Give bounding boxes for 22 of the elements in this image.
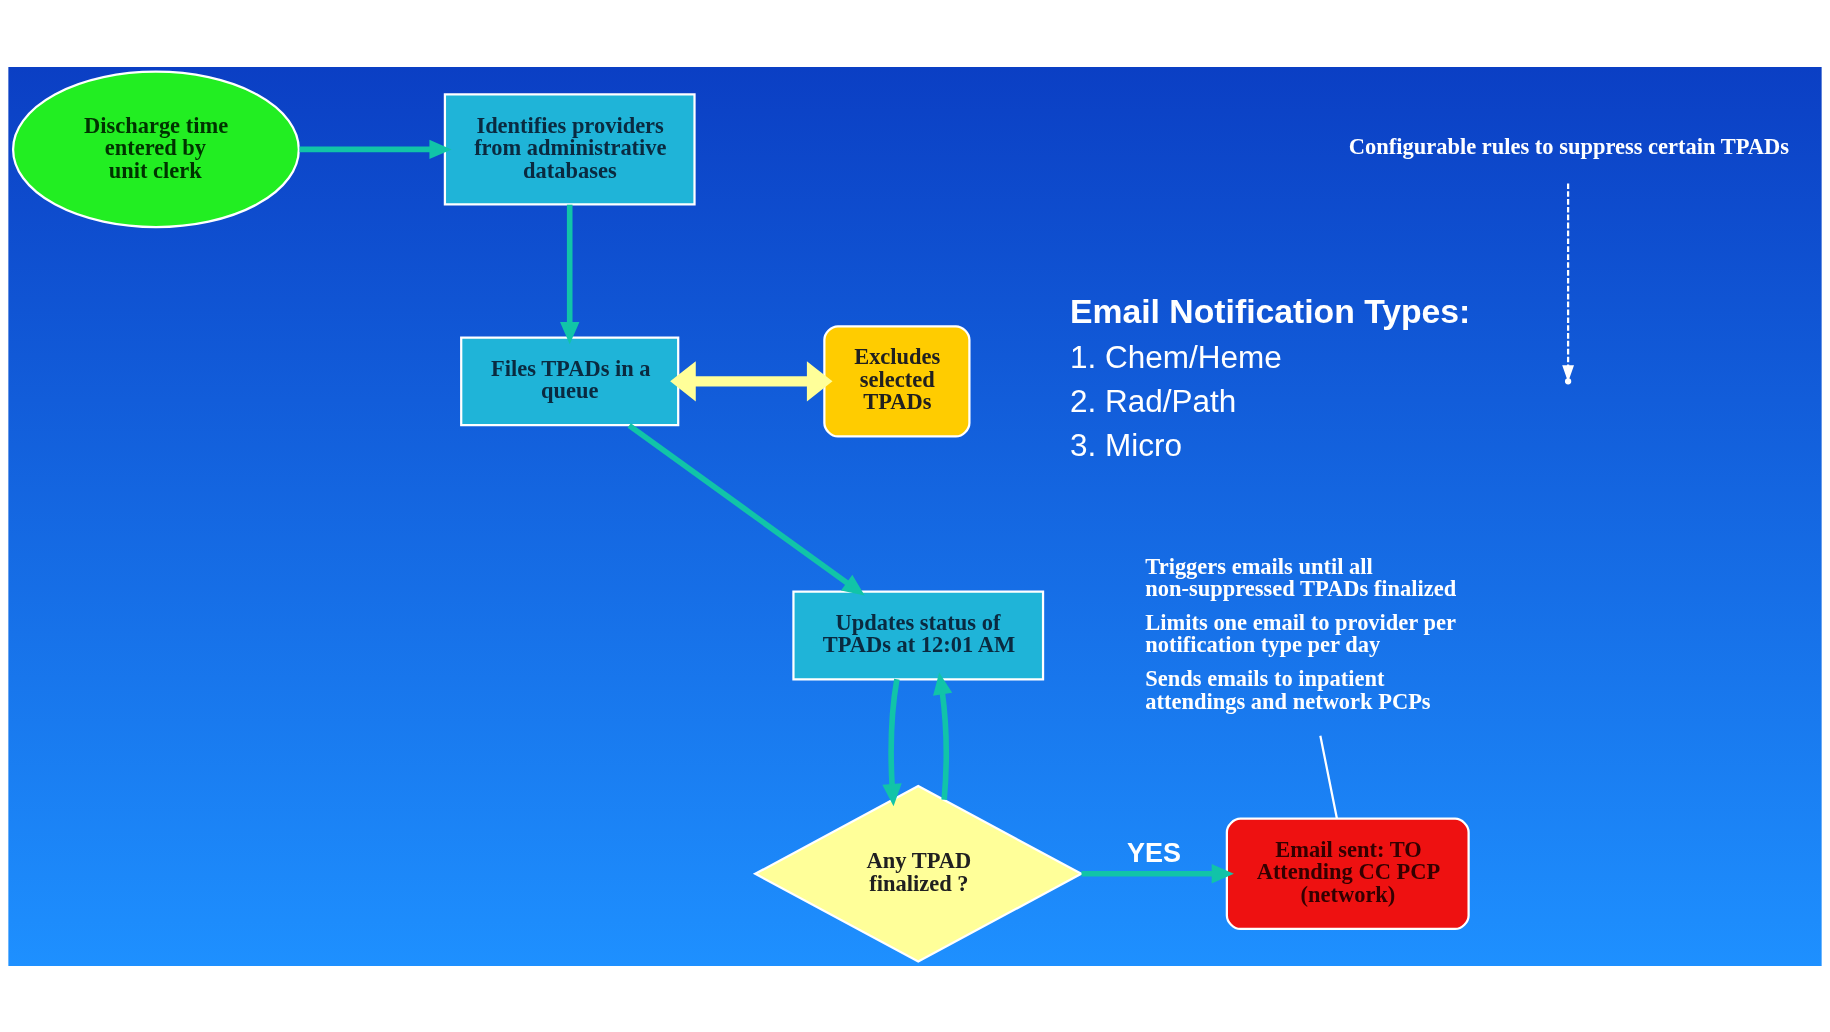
label: Email Notification Types:: [1070, 291, 1471, 330]
connector: [1319, 734, 1338, 819]
node-text: Configurable rules to suppress certain TPADs: [1348, 133, 1789, 159]
node-box: Email sent: TO Attending CC PCP (network): [1225, 817, 1470, 930]
arrow: [560, 204, 580, 344]
arrow: [1081, 863, 1234, 883]
arrow: [1562, 182, 1575, 382]
label: 1. Chem/Heme: [1070, 339, 1282, 375]
node-box: Identifies providers from administrative databases: [443, 92, 696, 206]
arrow: [933, 671, 953, 800]
arrow: [670, 360, 833, 401]
node-text: Triggers emails until all non-suppressed TPADs finalized Limits one email to provider per notification type per day Sends emails to inpatient attendings and network PCPs: [1145, 553, 1457, 714]
label: 2. Rad/Path: [1070, 383, 1237, 419]
edge-label: YES: [1127, 837, 1182, 868]
node-ellipse: Discharge time entered by unit clerk: [11, 70, 300, 228]
label: 3. Micro: [1070, 427, 1182, 463]
arrow: [299, 139, 452, 159]
arrow: [627, 422, 865, 596]
node-box: Files TPADs in a queue: [460, 335, 680, 426]
node-box: Updates status of TPADs at 12:01 AM: [792, 589, 1045, 680]
node-box: Excludes selected TPADs: [823, 324, 971, 438]
arrow: [882, 678, 902, 806]
